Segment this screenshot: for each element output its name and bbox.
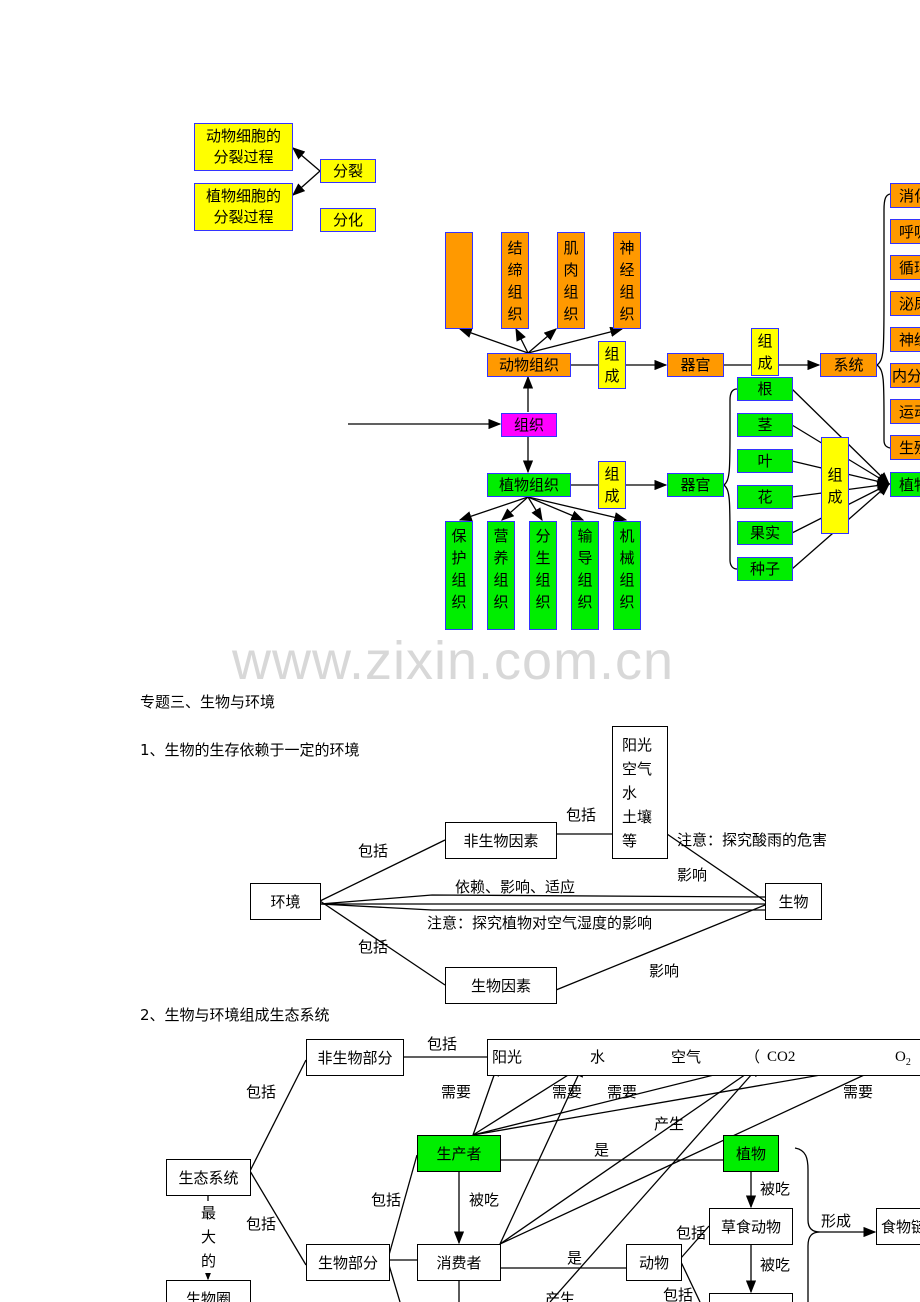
- organism-box: 生物: [765, 883, 822, 920]
- plant-organ-item: 叶: [737, 449, 793, 473]
- biotic-factor-box: 生物因素: [445, 967, 557, 1004]
- biosphere-box: 生物圈: [166, 1280, 251, 1302]
- food-chain-box: 食物链: [876, 1208, 920, 1245]
- plant-organ-item: 果实: [737, 521, 793, 545]
- label-include: 包括: [371, 1191, 402, 1209]
- animal-tissue-box: 肌肉组织: [557, 232, 585, 329]
- sub-heading-1: 1、生物的生存依赖于一定的环境: [140, 741, 360, 759]
- label-include: 包括: [663, 1286, 694, 1302]
- label-include: 包括: [676, 1224, 707, 1242]
- label-need: 需要: [441, 1083, 472, 1101]
- system-item: 生殖: [890, 435, 920, 460]
- o2-text: O: [895, 1049, 906, 1065]
- label-include: 包括: [246, 1215, 277, 1233]
- plant-tissue-box: 保护组织: [445, 521, 473, 630]
- plant-organ-item: 茎: [737, 413, 793, 437]
- factor-air: 空气: [671, 1048, 702, 1066]
- label-affect: 影响: [649, 962, 680, 980]
- label-affect: 影响: [677, 866, 708, 884]
- producer-box: 生产者: [417, 1135, 501, 1172]
- animal-tissue-box: [445, 232, 473, 329]
- compose-box: 组成: [751, 328, 779, 376]
- abiotic-factor-box: 非生物因素: [445, 822, 557, 859]
- plant-cell-division-box: 植物细胞的 分裂过程: [194, 183, 293, 231]
- label-is: 是: [594, 1141, 610, 1159]
- sub-heading-2: 2、生物与环境组成生态系统: [140, 1006, 330, 1024]
- plant-tissue-box: 分生组织: [529, 521, 557, 630]
- ecosystem-box: 生态系统: [166, 1159, 251, 1196]
- factor-o2: O2: [895, 1048, 911, 1072]
- split-box: 分裂: [320, 159, 376, 183]
- label-include: 包括: [358, 842, 389, 860]
- section-title: 专题三、生物与环境: [140, 693, 276, 711]
- system-item: 内分泌: [890, 363, 920, 388]
- label-produce: 产生: [545, 1290, 576, 1302]
- factor-sunlight: 阳光: [492, 1048, 523, 1066]
- factor-list-box: [487, 1039, 920, 1076]
- label-is: 是: [567, 1249, 583, 1267]
- plant-organ-box: 器官: [667, 473, 724, 497]
- label-largest: 最大的: [201, 1201, 217, 1273]
- factor-water: 水: [590, 1048, 606, 1066]
- plant-tissue-box: 机械组织: [613, 521, 641, 630]
- plant-body-box: 植物: [890, 472, 920, 497]
- abiotic-list-box: 阳光 空气 水 土壤 等: [612, 726, 668, 859]
- label-eaten: 被吃: [469, 1191, 500, 1209]
- animal-organ-box: 器官: [667, 353, 724, 377]
- environment-box: 环境: [250, 883, 321, 920]
- label-need: 需要: [607, 1083, 638, 1101]
- animal-tissue-node: 动物组织: [487, 353, 571, 377]
- compose-box: 组成: [598, 341, 626, 389]
- plant-tissue-box: 输导组织: [571, 521, 599, 630]
- plant-organ-item: 种子: [737, 557, 793, 581]
- watermark: www.zixin.com.cn: [232, 631, 675, 691]
- biotic-part-box: 生物部分: [306, 1244, 390, 1281]
- label-produce: 产生: [654, 1115, 685, 1133]
- label-need: 需要: [552, 1083, 583, 1101]
- animal-cell-division-box: 动物细胞的 分裂过程: [194, 123, 293, 171]
- system-item: 运动: [890, 399, 920, 424]
- label-eaten: 被吃: [760, 1180, 791, 1198]
- differentiate-box: 分化: [320, 208, 376, 232]
- animal-tissue-box: 神经组织: [613, 232, 641, 329]
- plant-tissue-box: 营养组织: [487, 521, 515, 630]
- compose-box: 组成: [821, 437, 849, 534]
- label-include: 包括: [246, 1083, 277, 1101]
- label-eaten: 被吃: [760, 1256, 791, 1274]
- label-relation: 依赖、影响、适应: [455, 878, 576, 896]
- label-form: 形成: [821, 1212, 852, 1230]
- label-include: 包括: [358, 938, 389, 956]
- factor-co2: CO2: [767, 1049, 796, 1065]
- herbivore-box: 草食动物: [709, 1208, 793, 1245]
- animal-tissue-box: 结缔组织: [501, 232, 529, 329]
- note-acid-rain: 注意：探究酸雨的危害: [677, 831, 828, 849]
- tissue-box: 组织: [501, 413, 557, 437]
- animal-box: 动物: [626, 1244, 682, 1281]
- compose-box: 组成: [598, 461, 626, 509]
- label-include: 包括: [427, 1035, 458, 1053]
- plant-organ-item: 花: [737, 485, 793, 509]
- system-item: 循环: [890, 255, 920, 280]
- note-humidity: 注意：探究植物对空气湿度的影响: [427, 914, 653, 932]
- abiotic-part-box: 非生物部分: [306, 1039, 404, 1076]
- system-item: 消化: [890, 183, 920, 208]
- plant-organ-item: 根: [737, 377, 793, 401]
- label-need: 需要: [843, 1083, 874, 1101]
- plant-box: 植物: [723, 1135, 779, 1172]
- o2-subscript: 2: [905, 1057, 911, 1068]
- system-box: 系统: [820, 353, 877, 377]
- system-item: 神经: [890, 327, 920, 352]
- system-item: 呼吸: [890, 219, 920, 244]
- system-item: 泌尿: [890, 291, 920, 316]
- plant-tissue-node: 植物组织: [487, 473, 571, 497]
- carnivore-box: [709, 1293, 793, 1302]
- label-include: 包括: [566, 806, 597, 824]
- factor-paren: （: [745, 1048, 761, 1066]
- consumer-box: 消费者: [417, 1244, 501, 1281]
